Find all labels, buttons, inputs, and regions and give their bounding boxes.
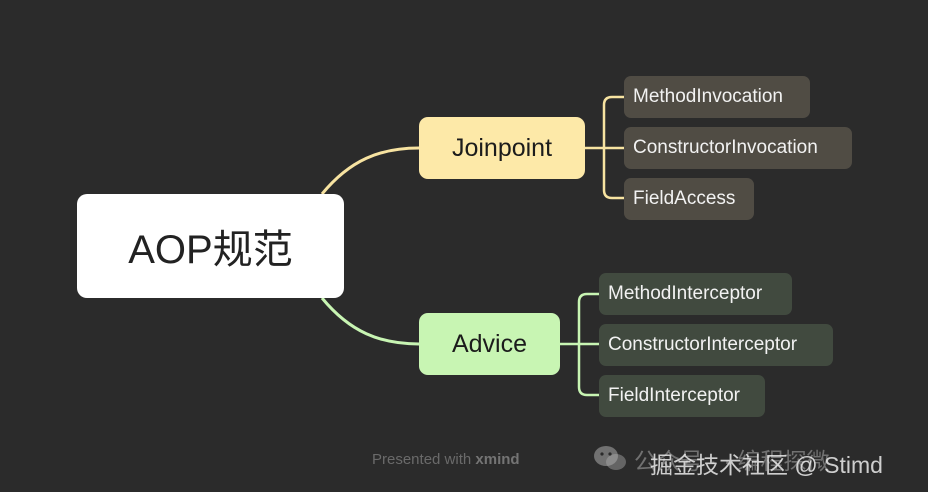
branch-advice[interactable]: Advice [419,313,560,375]
watermark-back-text: 公众号 · · 编程探微 [634,448,830,474]
connector-root-joinpoint [320,146,420,195]
root-topic[interactable]: AOP规范 [77,194,344,298]
connector-advice-children [560,292,599,397]
branch-joinpoint[interactable]: Joinpoint [419,117,585,179]
leaf-label: FieldInterceptor [608,385,741,406]
leaf-field-access[interactable]: FieldAccess [624,178,754,220]
watermark-front: 掘金技术社区 @ Stimd [650,446,883,492]
leaf-label: FieldAccess [633,188,736,209]
connector-root-advice [320,297,420,346]
connector-joinpoint-children [585,95,624,200]
leaf-label: ConstructorInvocation [633,137,818,158]
presented-with-footer: Presented with xmind [372,451,520,468]
leaf-method-invocation[interactable]: MethodInvocation [624,76,810,118]
leaf-method-interceptor[interactable]: MethodInterceptor [599,273,792,315]
footer-prefix: Presented with [372,451,472,468]
leaf-label: MethodInvocation [633,86,783,107]
leaf-constructor-interceptor[interactable]: ConstructorInterceptor [599,324,833,366]
leaf-label: ConstructorInterceptor [608,334,798,355]
leaf-constructor-invocation[interactable]: ConstructorInvocation [624,127,852,169]
wechat-icon [594,446,626,470]
root-topic-label: AOP规范 [128,228,293,272]
leaf-label: MethodInterceptor [608,283,763,304]
footer-brand: xmind [475,451,520,468]
branch-advice-label: Advice [451,329,528,358]
watermark-front-text: 掘金技术社区 @ Stimd [650,452,883,478]
watermark-back: 公众号 · · 编程探微 [592,436,830,482]
leaf-field-interceptor[interactable]: FieldInterceptor [599,375,765,417]
branch-joinpoint-label: Joinpoint [451,133,553,162]
